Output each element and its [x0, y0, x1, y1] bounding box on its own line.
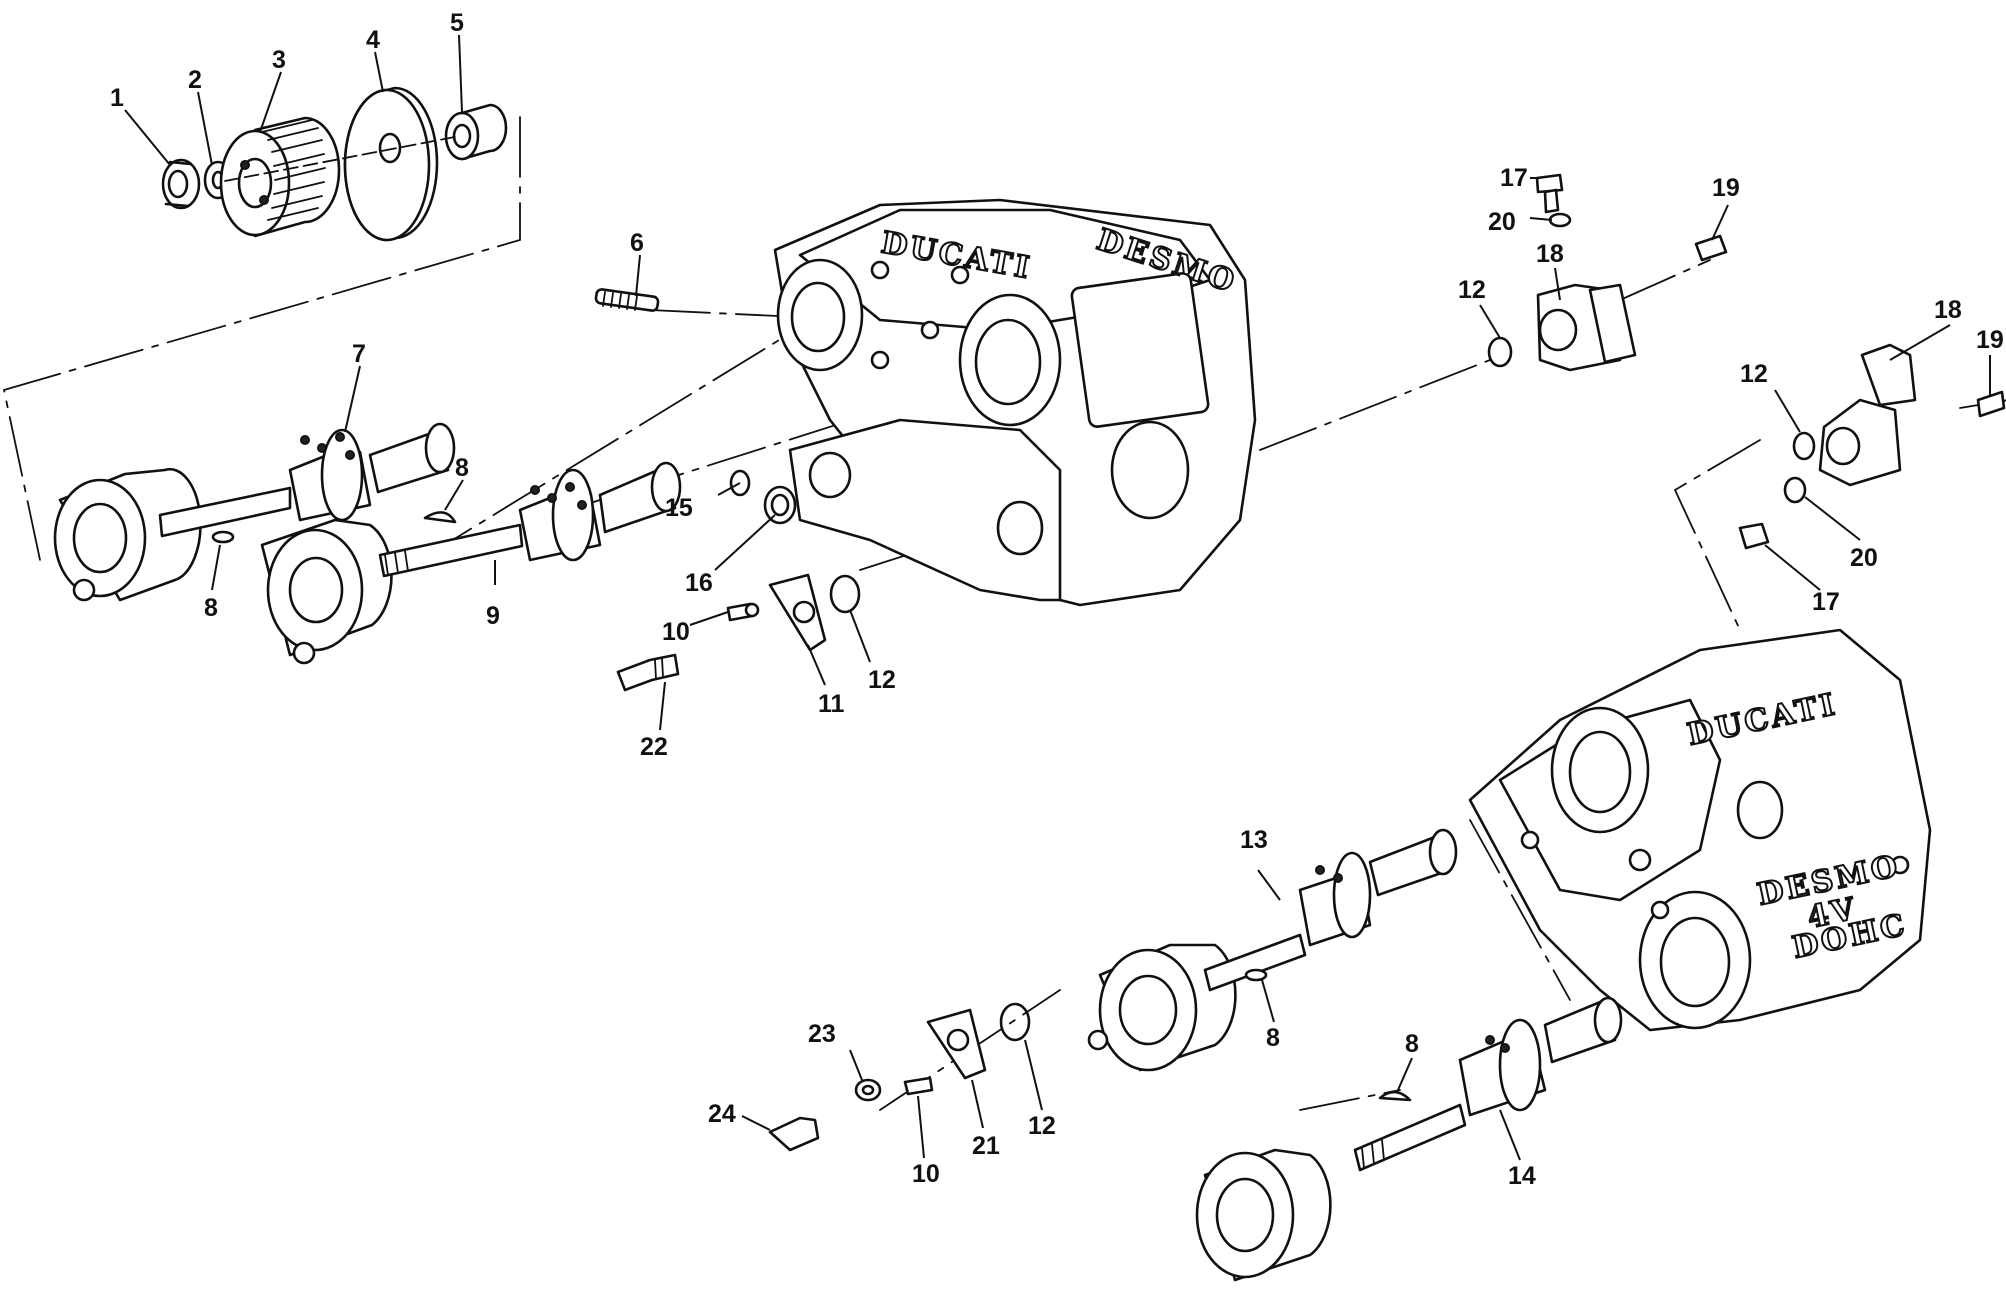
callout-23: 23 — [808, 1020, 836, 1048]
washer-part-20b — [1783, 476, 1807, 504]
cylinder-head-upper: DUCATI DESMO — [773, 198, 1257, 607]
callout-10b: 10 — [912, 1160, 940, 1188]
callout-16: 16 — [685, 569, 713, 597]
callout-20b: 20 — [1850, 544, 1878, 572]
camshaft-part-13 — [1087, 828, 1458, 1072]
callout-1: 1 — [110, 84, 124, 112]
callout-18b: 18 — [1934, 296, 1962, 324]
callout-17b: 17 — [1812, 588, 1840, 616]
oring-part-12a — [1487, 336, 1513, 368]
callout-14: 14 — [1508, 1162, 1536, 1190]
callout-12b: 12 — [1458, 276, 1486, 304]
callout-8a: 8 — [455, 454, 469, 482]
callout-22: 22 — [640, 733, 668, 761]
callout-8c: 8 — [1266, 1024, 1280, 1052]
callout-12c: 12 — [1740, 360, 1768, 388]
callout-13: 13 — [1240, 826, 1268, 854]
oring-part-12b — [1792, 431, 1816, 461]
camshaft-part-14 — [1195, 996, 1623, 1282]
pulley-assembly — [161, 86, 508, 242]
outlet-assembly-right — [1738, 343, 2006, 550]
bolt-part-17a — [1535, 173, 1564, 194]
stud-part-6 — [594, 288, 660, 312]
sensor-part-24 — [768, 1116, 820, 1152]
callout-2: 2 — [188, 66, 202, 94]
callout-24: 24 — [708, 1100, 736, 1128]
camshaft-part-7 — [53, 422, 456, 602]
callout-18a: 18 — [1536, 240, 1564, 268]
callout-7: 7 — [352, 340, 366, 368]
bolt-part-19a — [1694, 234, 1728, 262]
camshaft-part-9 — [260, 461, 682, 665]
nut-part-1 — [161, 158, 201, 210]
small-parts-lower — [768, 1002, 1031, 1152]
keys-part-8 — [211, 511, 1412, 1102]
bolt-part-19b — [1976, 390, 2006, 418]
flange-part-4 — [343, 86, 439, 242]
small-parts-upper — [616, 469, 861, 692]
washer-part-20a — [1548, 212, 1572, 228]
callout-15: 15 — [665, 494, 693, 522]
callout-4: 4 — [366, 26, 380, 54]
screw-part-10b — [903, 1076, 934, 1096]
callout-9: 9 — [486, 602, 500, 630]
callout-17a: 17 — [1500, 164, 1528, 192]
callout-21: 21 — [972, 1132, 1000, 1160]
callout-labels: 1 2 3 4 5 6 7 8 8 9 10 11 12 15 16 22 17… — [110, 9, 2004, 1190]
cylinder-head-lower: DUCATI DESMO 4V DOHC — [1468, 628, 1932, 1032]
oring-part-12c — [999, 1002, 1031, 1042]
callout-20a: 20 — [1488, 208, 1516, 236]
bolt-part-17b — [1738, 522, 1770, 550]
callout-12d: 12 — [1028, 1112, 1056, 1140]
callout-8b: 8 — [204, 594, 218, 622]
sensor-part-22 — [616, 653, 680, 692]
callout-3: 3 — [272, 46, 286, 74]
spacer-part-5 — [444, 103, 508, 161]
leader-lines — [124, 34, 1991, 1161]
callout-19b: 19 — [1976, 326, 2004, 354]
toothed-pulley-part-3 — [219, 116, 341, 238]
callout-6: 6 — [630, 229, 644, 257]
callout-11: 11 — [818, 690, 845, 718]
callout-19a: 19 — [1712, 174, 1740, 202]
callout-5: 5 — [450, 9, 464, 37]
callout-10a: 10 — [662, 618, 690, 646]
callout-12a: 12 — [868, 666, 896, 694]
oring-part-12 — [829, 574, 861, 614]
outlet-assembly-upper — [1487, 173, 1728, 372]
callout-8d: 8 — [1405, 1030, 1419, 1058]
